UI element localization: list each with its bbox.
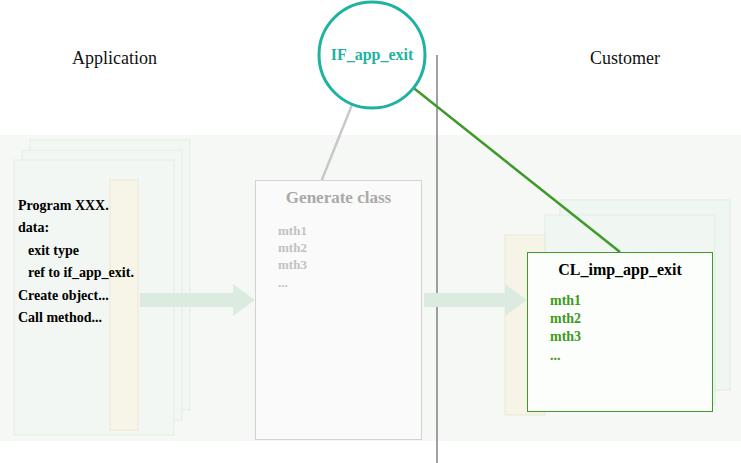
method-name: mth2 (262, 241, 415, 255)
method-name: ... (534, 348, 706, 363)
implements-link (414, 89, 620, 252)
divider-line (437, 55, 438, 463)
class-title: CL_imp_app_exit (534, 261, 706, 279)
region-label: Application (72, 48, 157, 69)
code-line: Create object... (18, 288, 134, 303)
code-line: data: (18, 220, 134, 235)
flow-arrow (424, 293, 505, 307)
code-line: ref to if_app_exit. (18, 265, 134, 280)
program-box: Program XXX. data: exit type ref to if_app_… (14, 194, 140, 329)
interface-link (322, 105, 352, 180)
circle-border (319, 2, 425, 108)
method-name: mth2 (534, 311, 706, 326)
method-name: mth1 (534, 293, 706, 308)
method-name: mth1 (262, 224, 415, 238)
code-line: Program XXX. (18, 198, 134, 213)
method-name: ... (262, 276, 415, 290)
implementation-class-box: CL_imp_app_exit mth1 mth2 mth3... (527, 252, 713, 412)
method-name: mth3 (534, 329, 706, 344)
class-title: Generate class (262, 189, 415, 208)
program-stack (14, 140, 190, 435)
interface-name: IF_app_exit (331, 46, 414, 64)
flow-arrow (140, 293, 233, 307)
method-name: mth3 (262, 258, 415, 272)
background-panel (0, 135, 741, 441)
generated-class-box: Generate class mth1 mth2 mth3... (255, 180, 422, 440)
code-line: Call method... (18, 310, 134, 325)
code-line: exit type (18, 243, 134, 258)
region-label: Customer (590, 48, 660, 69)
customer-stack (505, 200, 730, 415)
interface-circle: IF_app_exit (317, 0, 427, 110)
